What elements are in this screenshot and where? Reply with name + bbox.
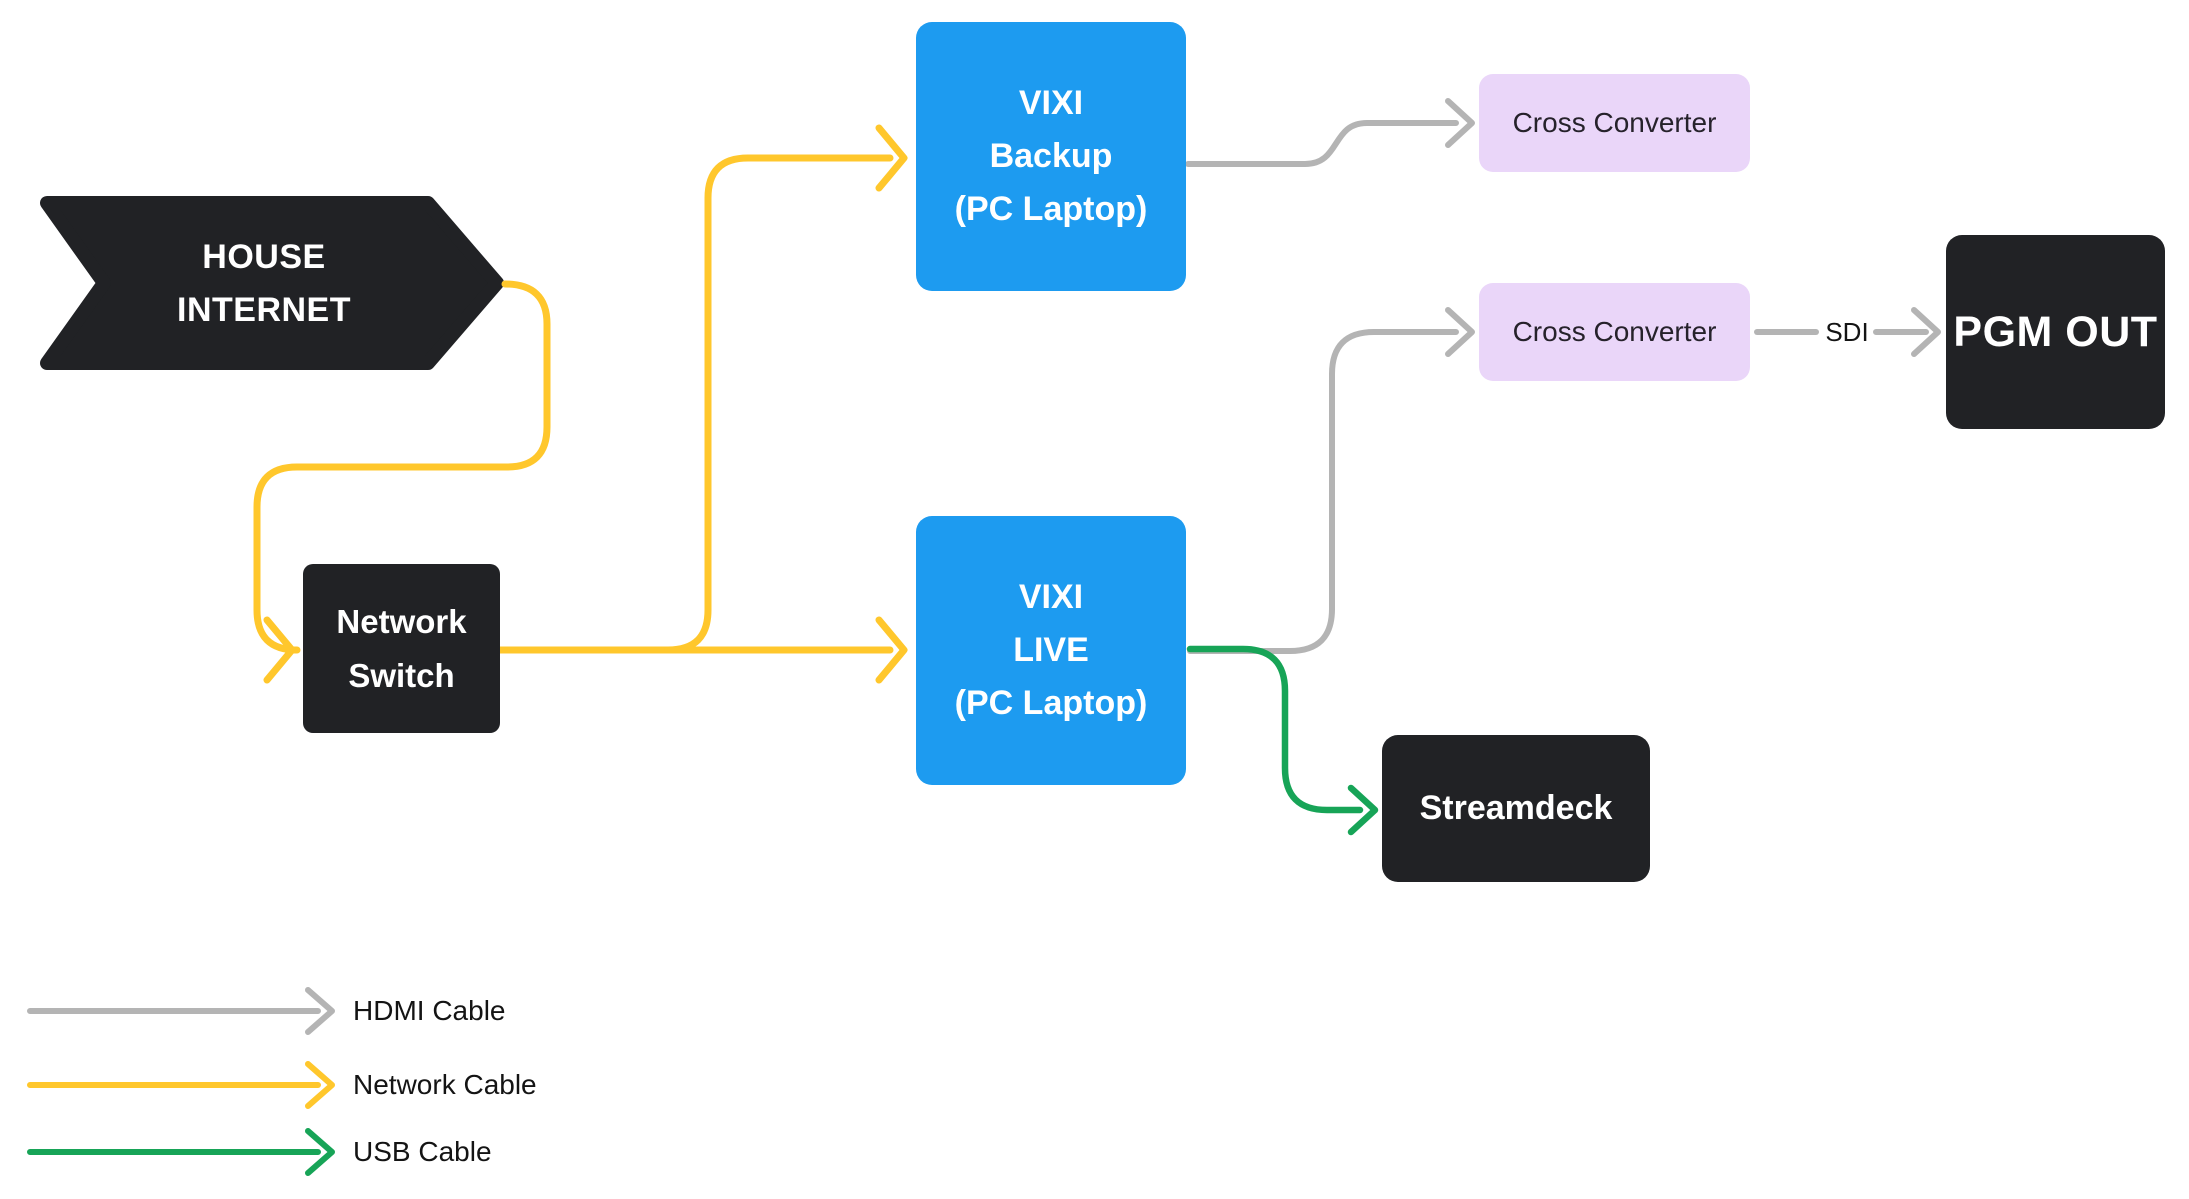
edge-sdi-to-pgm-out [1873,307,1941,357]
node-pgm-out: PGM OUT [1946,235,2165,429]
legend-item-hdmi-cable: HDMI Cable [353,995,506,1026]
node-label: HOUSE [202,238,326,276]
edge-vixi-live-to-streamdeck [1186,645,1379,836]
edge-vixi-live-to-cross-converter-bottom [1187,307,1475,654]
node-cross-converter-top: Cross Converter [1479,74,1750,172]
legend-usb-arrow-icon [27,1128,335,1176]
legend-network-arrow-icon [27,1061,335,1109]
node-label: Cross Converter [1512,316,1717,347]
legend-item-network-cable: Network Cable [353,1069,537,1100]
node-label: (PC Laptop) [954,684,1148,722]
node-label: PGM OUT [1953,307,2158,356]
node-label: Network [336,602,467,640]
node-streamdeck: Streamdeck [1382,735,1650,882]
node-label: Streamdeck [1419,789,1613,827]
node-cross-converter-bottom: Cross Converter [1479,283,1750,381]
legend-hdmi-arrow-icon [27,987,335,1035]
node-label: INTERNET [177,291,351,329]
node-label: Switch [348,656,455,694]
node-house-internet: HOUSE INTERNET [124,231,404,337]
node-label: Cross Converter [1512,107,1717,138]
edge-house-internet-to-network-switch [253,280,551,684]
legend-item-usb-cable: USB Cable [353,1136,492,1167]
edge-vixi-backup-to-cross-converter-top [1185,98,1475,167]
node-label: (PC Laptop) [954,190,1148,228]
node-label: VIXI [1018,578,1084,616]
node-label: LIVE [1013,631,1089,669]
node-vixi-live: VIXI LIVE (PC Laptop) [916,516,1186,785]
edge-network-switch-to-vixi-live [496,616,908,684]
node-vixi-backup: VIXI Backup (PC Laptop) [916,22,1186,291]
edge-network-switch-to-vixi-backup [664,124,908,654]
edge-label-sdi: SDI [1825,316,1869,347]
node-label: Backup [989,137,1113,175]
node-label: VIXI [1018,84,1084,122]
house-internet-banner-shape [40,196,504,370]
node-network-switch: Network Switch [303,564,500,733]
